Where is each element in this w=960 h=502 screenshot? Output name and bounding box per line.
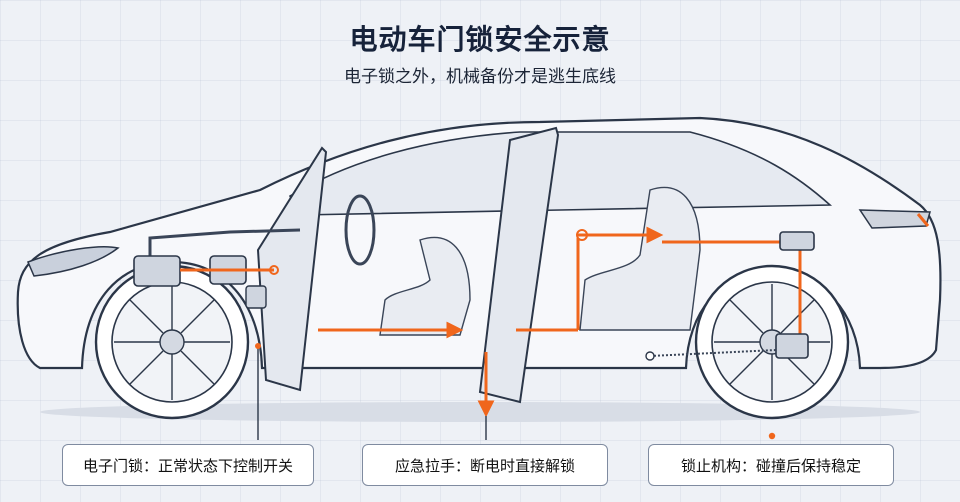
lock-stop-mechanism xyxy=(645,231,815,361)
headlight xyxy=(27,246,120,277)
steering-wheel xyxy=(344,194,376,266)
rear-door-open xyxy=(478,126,560,404)
window-outline xyxy=(288,131,833,216)
front-seat xyxy=(379,236,471,336)
callout-leaders xyxy=(255,343,776,440)
ground-shadow xyxy=(40,402,920,422)
emergency-handle-callout: 应急拉手：断电时直接解锁 xyxy=(362,444,608,486)
front-door-open xyxy=(256,146,328,392)
release-path-arrows xyxy=(318,226,802,418)
front-wheel xyxy=(94,264,250,420)
rear-seat xyxy=(579,186,701,331)
lock-stop-callout: 锁止机构：碰撞后保持稳定 xyxy=(648,444,894,486)
page-subtitle: 电子锁之外，机械备份才是逃生底线 xyxy=(344,67,616,87)
rear-wheel xyxy=(694,264,850,420)
taillight-accent xyxy=(916,213,930,227)
electronic-lock-callout: 电子门锁：正常状态下控制开关 xyxy=(62,444,314,486)
taillight xyxy=(858,209,931,229)
page-title: 电动车门锁安全示意 xyxy=(349,23,611,56)
